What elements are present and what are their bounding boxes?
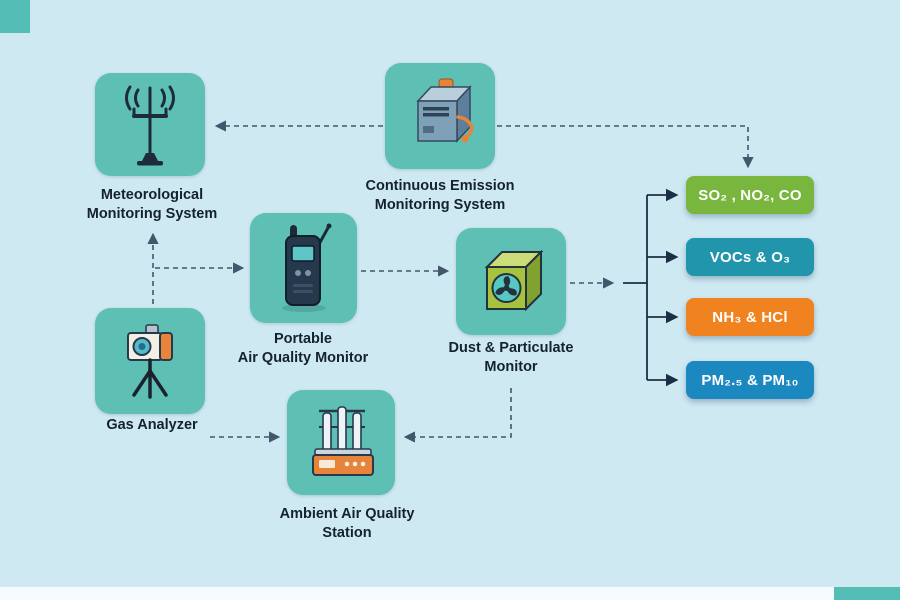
fan-blades <box>495 275 517 295</box>
node-ambient <box>287 390 395 495</box>
label-cems: Continuous Emission Monitoring System <box>365 178 515 213</box>
dust-monitor-fan-cube-icon <box>484 249 544 311</box>
node-dust <box>456 228 566 335</box>
node-meteorological <box>95 73 205 176</box>
arrow-cems-to-so2-pill <box>497 125 754 169</box>
pill-vocs-o3: VOCs & O₃ <box>686 238 814 276</box>
gas-analyzer-tile <box>95 308 205 414</box>
bottom-strip-decoration <box>0 587 900 600</box>
node-cems <box>385 63 495 169</box>
ambient-station-sampler-icon <box>312 405 374 476</box>
label-gas-analyzer: Gas Analyzer <box>106 417 198 433</box>
tripod-legs <box>132 358 168 399</box>
label-ambient: Ambient Air Quality Station <box>279 506 415 541</box>
pill-pm25-pm10: PM₂.₅ & PM₁₀ <box>686 361 814 399</box>
dust-tile <box>456 228 566 335</box>
cems-tile <box>385 63 495 169</box>
ambient-station-tile <box>287 390 395 495</box>
meteorological-tile <box>95 73 205 176</box>
pill-so2-no2-co: SO₂ , NO₂, CO <box>686 176 814 214</box>
gas-analyzer-tripod-icon <box>127 324 173 399</box>
node-gas-analyzer <box>95 308 205 414</box>
arrow-dust-to-ambient <box>403 388 512 443</box>
corner-decoration-top-left <box>0 0 30 33</box>
portable-monitor-icon <box>281 223 331 312</box>
meteorological-antenna-icon <box>125 85 175 165</box>
label-dust: Dust & Particulate Monitor <box>448 340 574 375</box>
label-meteorological: Meteorological Monitoring System <box>86 187 218 222</box>
pill-nh3-hcl: NH₃ & HCl <box>686 298 814 336</box>
portable-tile <box>250 213 357 323</box>
sampling-tubes <box>322 405 362 452</box>
node-portable <box>250 213 357 323</box>
cems-analyzer-box-icon <box>416 78 474 143</box>
corner-decoration-bottom-right <box>834 587 900 600</box>
label-portable: Portable Air Quality Monitor <box>237 331 369 366</box>
